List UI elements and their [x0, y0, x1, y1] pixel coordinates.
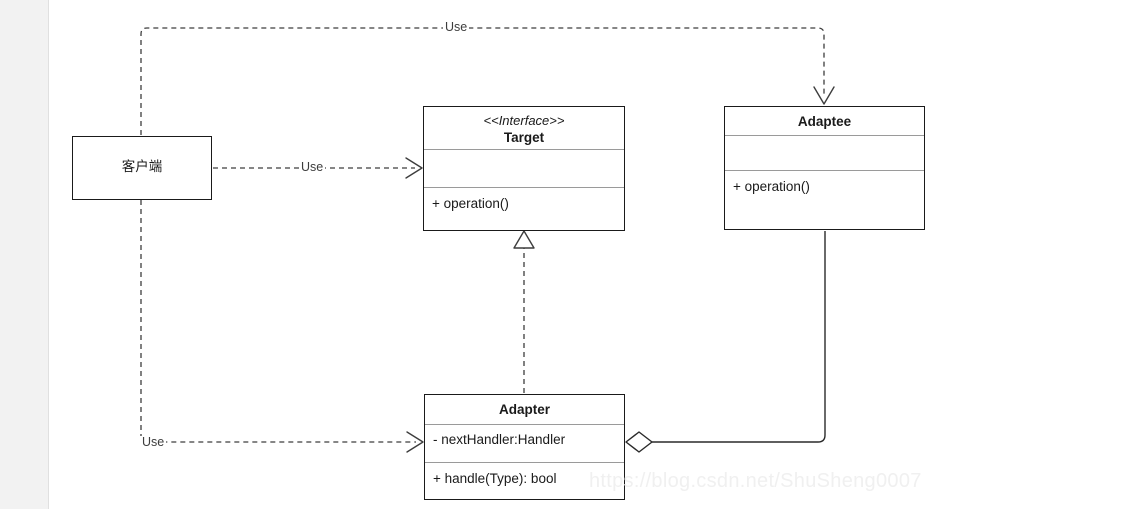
class-operation-adaptee-0: + operation() — [733, 179, 810, 194]
watermark-text: https://blog.csdn.net/ShuSheng0007 — [589, 470, 922, 492]
class-operation-target-0: + operation() — [432, 196, 509, 211]
class-attribute-adapter-0: - nextHandler:Handler — [433, 432, 566, 447]
class-name-client: 客户端 — [121, 159, 163, 174]
compartment-divider-adaptee-2 — [725, 170, 924, 171]
edge-label-client-uses-adapter: Use — [140, 435, 167, 449]
connector-adapter-aggregates-adaptee[interactable] — [625, 231, 826, 453]
left-margin-strip — [0, 0, 49, 509]
connector-client-uses-adaptee[interactable] — [140, 27, 835, 135]
class-stereotype-target: <<Interface>> — [483, 113, 565, 128]
compartment-divider-adapter-1 — [425, 424, 624, 425]
class-name-adaptee: Adaptee — [797, 114, 852, 129]
class-box-adaptee[interactable]: Adaptee + operation() — [724, 106, 925, 230]
connector-adapter-realizes-target[interactable] — [513, 230, 535, 393]
class-operation-adapter-0: + handle(Type): bool — [433, 471, 557, 486]
compartment-divider-target-1 — [424, 149, 624, 150]
edge-label-client-uses-target: Use — [299, 160, 326, 174]
class-box-client[interactable]: 客户端 — [72, 136, 212, 200]
compartment-divider-adapter-2 — [425, 462, 624, 463]
edge-label-client-uses-adaptee: Use — [443, 20, 470, 34]
compartment-divider-adaptee-1 — [725, 135, 924, 136]
class-name-target: Target — [503, 130, 545, 145]
compartment-divider-target-2 — [424, 187, 624, 188]
class-box-target[interactable]: <<Interface>> Target + operation() — [423, 106, 625, 231]
connector-client-uses-adapter[interactable] — [140, 200, 424, 453]
class-box-adapter[interactable]: Adapter - nextHandler:Handler + handle(T… — [424, 394, 625, 500]
class-name-adapter: Adapter — [498, 402, 550, 417]
